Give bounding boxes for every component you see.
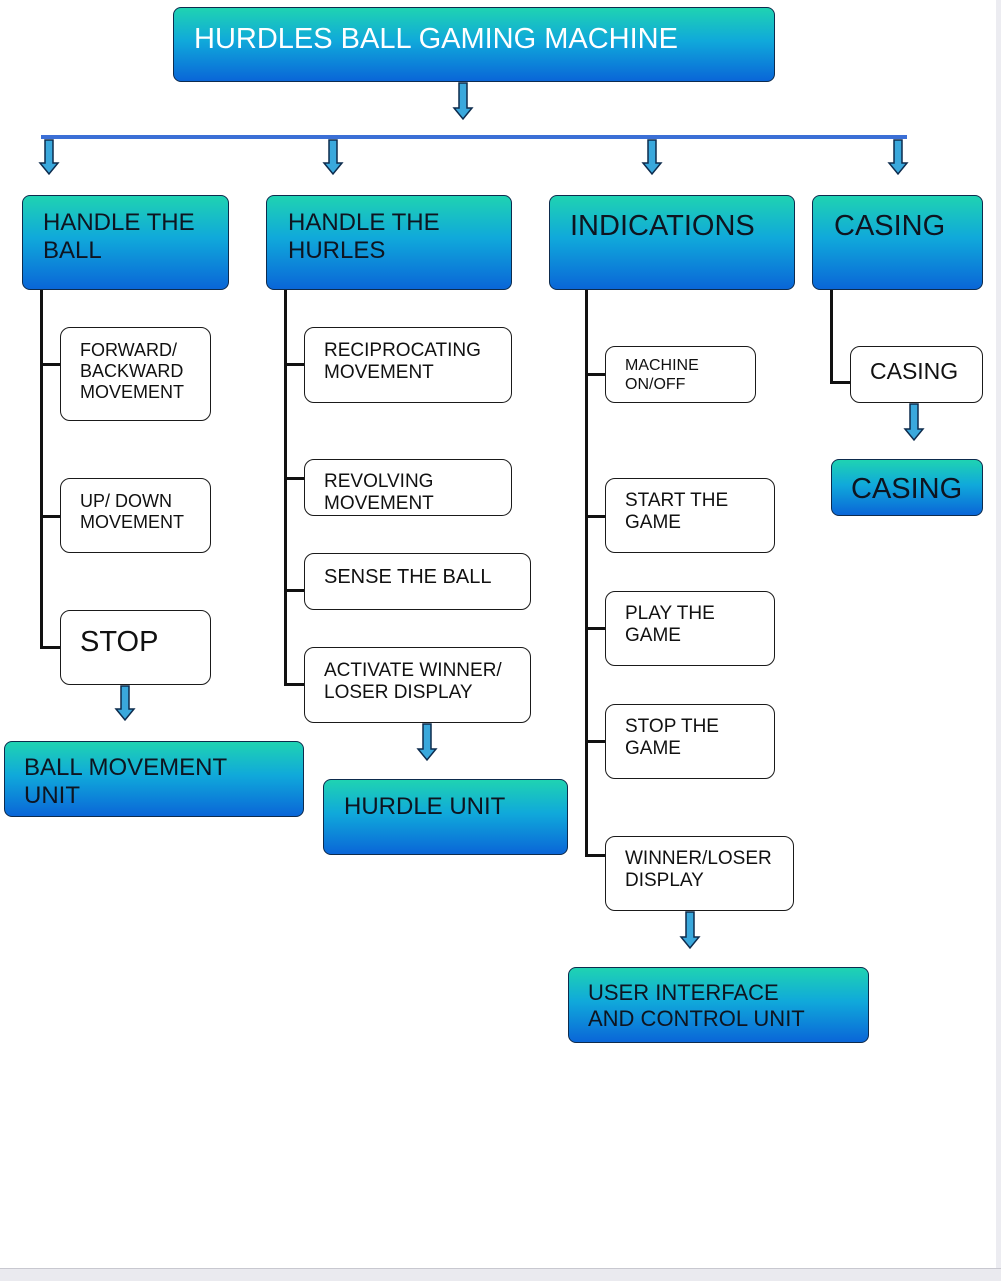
hurdle-item-sense-ball: SENSE THE BALL (304, 553, 531, 610)
hurdle-item-revolving: REVOLVING MOVEMENT (304, 459, 512, 516)
unit-ball-movement: BALL MOVEMENT UNIT (4, 741, 304, 817)
hurdle-item-reciprocating-label: RECIPROCATING MOVEMENT (324, 340, 481, 384)
ball-item-up-down-label: UP/ DOWN MOVEMENT (80, 491, 185, 533)
header-indications: INDICATIONS (549, 195, 795, 290)
casing-item-label: CASING (870, 358, 959, 384)
connector-ball-vertical (40, 290, 43, 649)
connector-indications-4 (585, 740, 606, 743)
indication-item-winner-loser-label: WINNER/LOSER DISPLAY (625, 848, 772, 892)
connector-casing-vertical (830, 290, 833, 384)
ball-item-up-down: UP/ DOWN MOVEMENT (60, 478, 211, 553)
indication-item-winner-loser: WINNER/LOSER DISPLAY (605, 836, 794, 911)
casing-item: CASING (850, 346, 983, 403)
indication-item-start-game-label: START THE GAME (625, 490, 729, 534)
arrow-to-handle-hurdles (322, 139, 344, 176)
screen-edge-bottom (0, 1268, 1001, 1281)
connector-indications-2 (585, 515, 606, 518)
header-handle-hurdles-label: HANDLE THE HURLES (288, 209, 440, 265)
arrow-to-casing-unit (903, 403, 925, 442)
indication-item-start-game: START THE GAME (605, 478, 775, 553)
indication-item-stop-game-label: STOP THE GAME (625, 716, 719, 760)
header-handle-ball-label: HANDLE THE BALL (43, 209, 195, 265)
arrow-to-hurdle-unit (416, 723, 438, 762)
hurdle-item-revolving-label: REVOLVING MOVEMENT (324, 471, 434, 515)
hurdle-item-reciprocating: RECIPROCATING MOVEMENT (304, 327, 512, 403)
connector-hurdles-vertical (284, 290, 287, 686)
unit-user-interface-label: USER INTERFACE AND CONTROL UNIT (588, 980, 805, 1031)
unit-hurdle-label: HURDLE UNIT (344, 793, 506, 820)
connector-hurdles-2 (284, 477, 305, 480)
header-casing: CASING (812, 195, 983, 290)
bus-line (41, 135, 907, 139)
ball-item-stop-label: STOP (80, 626, 159, 658)
connector-indications-3 (585, 627, 606, 630)
connector-hurdles-3 (284, 589, 305, 592)
connector-casing-1 (830, 381, 851, 384)
indication-item-play-game-label: PLAY THE GAME (625, 603, 715, 647)
hurdle-item-sense-ball-label: SENSE THE BALL (324, 566, 492, 588)
connector-hurdles-1 (284, 363, 305, 366)
arrow-to-ball-unit (114, 685, 136, 722)
connector-ball-1 (40, 363, 61, 366)
connector-ball-3 (40, 646, 61, 649)
connector-indications-1 (585, 373, 606, 376)
connector-indications-5 (585, 854, 606, 857)
hurdle-item-activate-display-label: ACTIVATE WINNER/ LOSER DISPLAY (324, 660, 502, 704)
unit-casing: CASING (831, 459, 983, 516)
arrow-title-down (452, 82, 474, 121)
unit-casing-label: CASING (851, 473, 963, 505)
header-handle-hurdles: HANDLE THE HURLES (266, 195, 512, 290)
indication-item-stop-game: STOP THE GAME (605, 704, 775, 779)
ball-item-forward-backward-label: FORWARD/ BACKWARD MOVEMENT (80, 340, 185, 403)
header-casing-label: CASING (834, 210, 946, 242)
hurdle-item-activate-display: ACTIVATE WINNER/ LOSER DISPLAY (304, 647, 531, 723)
header-handle-ball: HANDLE THE BALL (22, 195, 229, 290)
connector-indications-vertical (585, 290, 588, 857)
unit-user-interface: USER INTERFACE AND CONTROL UNIT (568, 967, 869, 1043)
screen-edge-right (996, 0, 1001, 1280)
unit-hurdle: HURDLE UNIT (323, 779, 568, 855)
arrow-to-casing (887, 139, 909, 176)
arrow-to-handle-ball (38, 139, 60, 176)
title-label: HURDLES BALL GAMING MACHINE (194, 23, 678, 55)
unit-ball-movement-label: BALL MOVEMENT UNIT (24, 754, 228, 810)
indication-item-machine-onoff: MACHINE ON/OFF (605, 346, 756, 403)
header-indications-label: INDICATIONS (570, 210, 755, 242)
indication-item-machine-onoff-label: MACHINE ON/OFF (625, 357, 699, 393)
title-box: HURDLES BALL GAMING MACHINE (173, 7, 775, 82)
ball-item-stop: STOP (60, 610, 211, 685)
arrow-to-indications (641, 139, 663, 176)
arrow-to-ui-unit (679, 911, 701, 950)
connector-ball-2 (40, 515, 61, 518)
ball-item-forward-backward: FORWARD/ BACKWARD MOVEMENT (60, 327, 211, 421)
connector-hurdles-4 (284, 683, 305, 686)
indication-item-play-game: PLAY THE GAME (605, 591, 775, 666)
